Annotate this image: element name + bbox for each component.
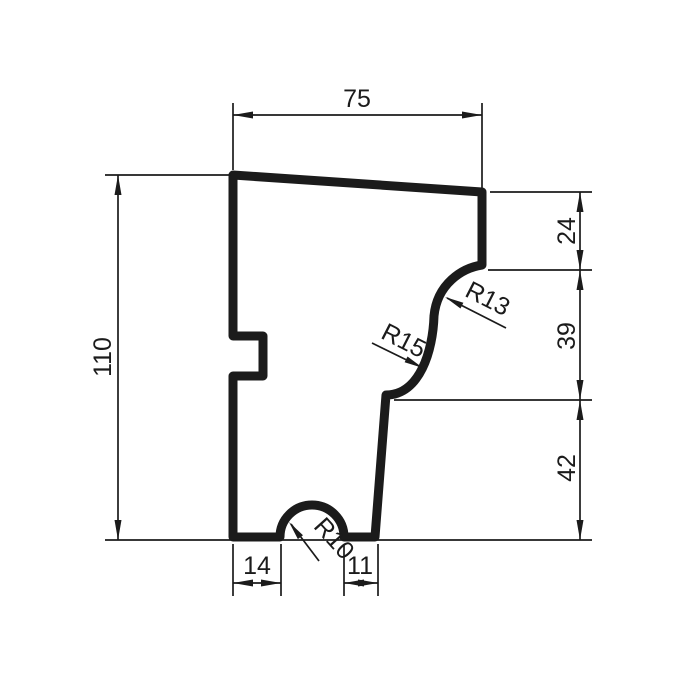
arrowhead-down <box>114 520 122 540</box>
arrowhead-up <box>576 192 584 212</box>
arrowhead-down <box>576 520 584 540</box>
leader-arrowhead <box>404 356 423 368</box>
dimension-value-right-middle: 39 <box>553 322 581 350</box>
leader-arrowhead <box>289 522 303 540</box>
arrowhead-right <box>358 579 378 587</box>
arrowhead-right <box>462 111 482 119</box>
arrowhead-left <box>233 111 253 119</box>
arrowhead-down <box>576 380 584 400</box>
dimension-right-stack: 24 39 42 <box>394 191 592 540</box>
radius-label-r13: R13 <box>445 276 515 329</box>
profile-outline <box>228 170 487 542</box>
dimension-left-height: 110 <box>89 174 231 540</box>
dimension-value-bottom-left: 14 <box>243 552 271 580</box>
dimension-top-width: 75 <box>232 85 483 188</box>
arrowhead-left <box>233 579 253 587</box>
arrowhead-up <box>576 400 584 420</box>
leader-arrowhead <box>445 297 464 309</box>
arrowhead-up <box>576 270 584 290</box>
radius-value-r13: R13 <box>461 276 515 322</box>
arrowhead-down <box>576 250 584 270</box>
arrowhead-up <box>114 175 122 195</box>
dimension-bottom-left: 14 <box>232 544 282 596</box>
dimension-value-left: 110 <box>89 337 117 377</box>
dimension-value-top: 75 <box>343 85 371 113</box>
dimension-value-right-upper: 24 <box>553 217 581 245</box>
arrowhead-right <box>261 579 281 587</box>
dimension-value-bottom-right: 11 <box>347 552 373 580</box>
dimension-value-right-lower: 42 <box>553 454 581 482</box>
dimension-bottom-right: 11 <box>343 544 379 596</box>
